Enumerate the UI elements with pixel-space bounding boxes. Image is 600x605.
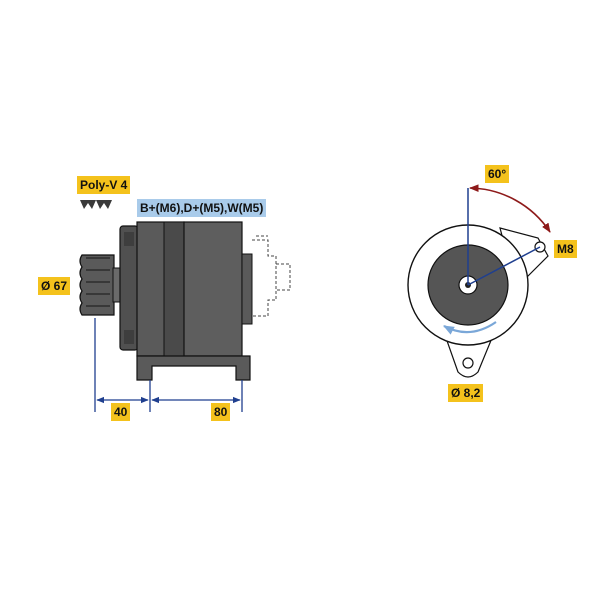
poly-v-groove-icon bbox=[80, 200, 112, 209]
pulley-type-label: Poly-V 4 bbox=[77, 176, 131, 194]
angle-label: 60° bbox=[485, 165, 510, 183]
dimension-80-label: 80 bbox=[211, 403, 231, 421]
thread-label: M8 bbox=[554, 240, 577, 258]
connector-block-outline bbox=[252, 235, 291, 317]
mounting-hole bbox=[462, 357, 474, 369]
mounting-feet bbox=[136, 355, 251, 381]
connectors-label: B+(M6),D+(M5),W(M5) bbox=[137, 199, 267, 217]
front-housing-slot bbox=[124, 232, 134, 246]
hole-diameter-label: Ø 8,2 bbox=[448, 384, 484, 402]
rotation-direction-arrow-icon bbox=[443, 321, 497, 335]
front-view bbox=[407, 184, 551, 378]
dimension-40-label: 40 bbox=[111, 403, 131, 421]
rear-housing bbox=[183, 221, 243, 357]
pulley bbox=[79, 254, 122, 316]
side-view bbox=[79, 200, 291, 412]
reference-line-angled bbox=[467, 246, 541, 286]
angle-arc bbox=[469, 184, 551, 233]
pulley-diameter-label: Ø 67 bbox=[38, 277, 71, 295]
